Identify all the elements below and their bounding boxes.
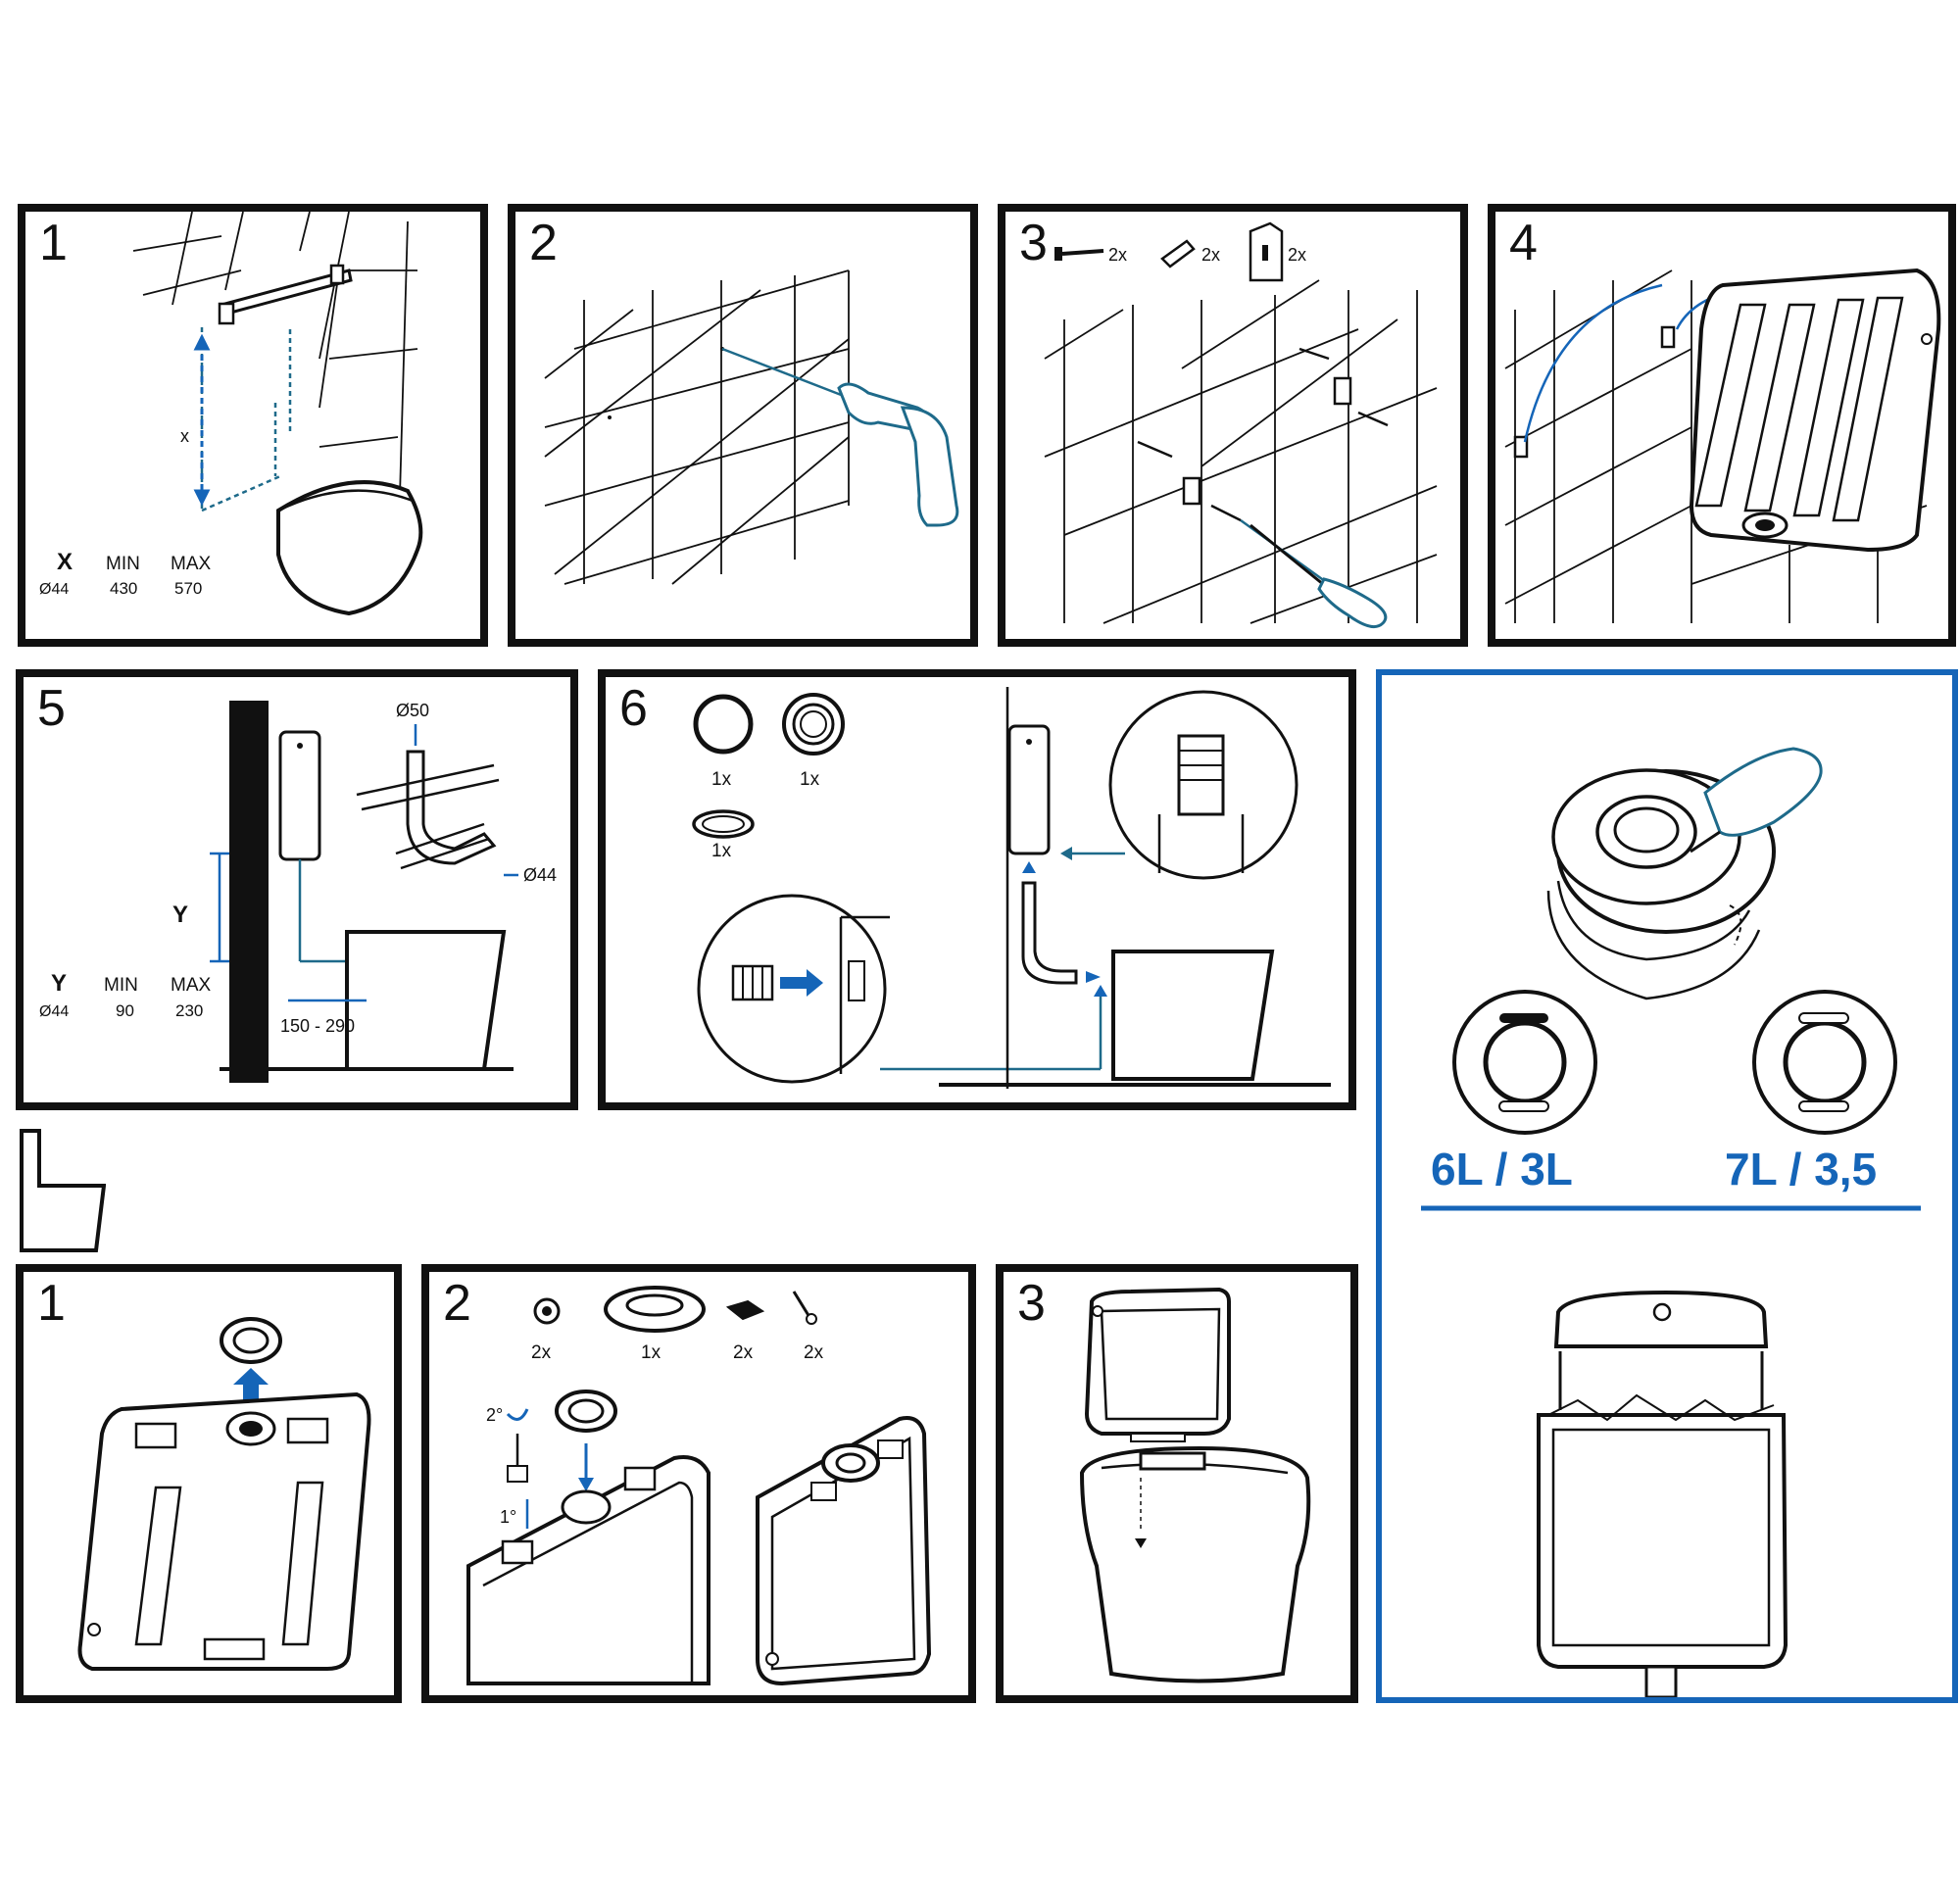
rubber-seal-icon: [220, 1317, 282, 1364]
part-qty: 2x: [733, 1342, 754, 1363]
gasket-icon: [604, 1286, 706, 1333]
washer-icon: [692, 809, 755, 839]
wall-section: [229, 701, 269, 1083]
part-qty: 1x: [711, 841, 732, 861]
table-max-label: MAX: [171, 554, 212, 574]
step-number: 6: [619, 680, 648, 737]
flush-button-illustration: 6L / 3L 7L / 3,5: [1421, 747, 1921, 1697]
cistern-side-icon: [1007, 724, 1051, 855]
cistern-on-toilet-illustration: [1079, 1287, 1311, 1683]
hang-cistern-illustration: [1504, 268, 1941, 623]
wall-plug-icon: [1160, 239, 1196, 268]
part-qty: 1x: [800, 769, 820, 790]
pipe-outlet-diameter: Ø44: [523, 865, 557, 885]
cistern-assembled-icon: [756, 1416, 932, 1686]
pipe-connection-illustration: 1x 1x 1x: [692, 687, 1331, 1089]
bracket-fixing-illustration: 2x 2x 2x: [1044, 221, 1438, 629]
magnifier-threaded-icon: [697, 894, 890, 1084]
step-number: 2: [443, 1275, 471, 1332]
part-qty: 1x: [711, 769, 732, 790]
cistern-lowering-icon: [1084, 1287, 1231, 1442]
dimension-y-label: Y: [172, 902, 188, 928]
cistern-angled-icon: [466, 1455, 710, 1685]
flush-button-6-3-icon: [1452, 990, 1597, 1135]
pipe-top-diameter: Ø50: [396, 701, 429, 720]
bolt-icon: [792, 1291, 817, 1325]
step-order-1: 1°: [500, 1507, 516, 1527]
toilet-side-icon: [1111, 950, 1275, 1081]
part-qty: 2x: [804, 1342, 824, 1363]
drill-icon: [837, 382, 959, 527]
dimension-x-label: x: [180, 426, 189, 446]
cistern-side-icon: [278, 730, 321, 861]
step-panel-top-4: 4: [1488, 204, 1956, 647]
step-panel-middle-6: 6 1x 1x 1x: [598, 669, 1356, 1110]
distance-label: 150 - 290: [280, 1016, 355, 1036]
step-panel-middle-5: 5 Y 150 - 290 Ø50 Ø44 Y Ø44 MIN 90: [16, 669, 578, 1110]
wall-toilet-height-illustration: x X Ø44 MIN 430 MAX 570: [39, 212, 423, 616]
part-qty: 2x: [1201, 245, 1220, 265]
step-panel-top-2: 2: [508, 204, 978, 647]
step-number: 4: [1509, 215, 1538, 271]
o-ring-icon: [693, 694, 754, 755]
screw-icon: [1054, 247, 1104, 261]
step-number: 3: [1017, 1275, 1046, 1332]
cistern-height-illustration: Y 150 - 290 Ø50 Ø44 Y Ø44 MIN 90 MAX 230: [39, 701, 557, 1083]
mounting-rail-icon: [218, 264, 353, 325]
nut-icon: [533, 1297, 561, 1325]
magnifier-pipe-icon: [1108, 690, 1298, 880]
step-panel-top-1: 1 x X Ø44 MIN 4: [18, 204, 488, 647]
cistern-back-icon: [1689, 268, 1941, 553]
wall-mount-symbol: [18, 1127, 107, 1254]
screwdriver-icon: [1250, 523, 1388, 629]
table-max-value: 230: [175, 1001, 203, 1020]
step-panel-bottom-3: 3: [996, 1264, 1358, 1703]
seal-insert-illustration: [77, 1317, 371, 1671]
flush-option-6-3: 6L / 3L: [1431, 1144, 1573, 1195]
toilet-side-icon: [345, 930, 507, 1071]
step-panel-bottom-2: 2 2x 1x 2x 2x 2° 1°: [421, 1264, 976, 1703]
table-min-label: MIN: [106, 554, 140, 574]
outlet-pipe-icon: [356, 750, 500, 870]
step-order-2: 2°: [486, 1405, 503, 1425]
part-qty: 2x: [531, 1342, 552, 1363]
table-max-label: MAX: [171, 975, 212, 996]
step-number: 5: [37, 680, 66, 737]
cistern-top-icon: [77, 1391, 371, 1671]
part-qty: 2x: [1108, 245, 1127, 265]
wall-hung-toilet-icon: [276, 480, 423, 616]
cistern-open-icon: [1537, 1290, 1788, 1697]
table-min-value: 430: [110, 579, 137, 598]
table-var-sub: Ø44: [39, 1003, 69, 1020]
table-var: Y: [51, 970, 67, 997]
bracket-icon: [1249, 221, 1284, 282]
step-number: 1: [37, 1275, 66, 1332]
cistern-bolting-illustration: 2x 1x 2x 2x 2° 1°: [466, 1286, 932, 1686]
seal-icon: [782, 693, 845, 756]
step-number: 2: [529, 215, 558, 271]
flush-option-7-3-5: 7L / 3,5: [1725, 1144, 1877, 1195]
clip-icon: [725, 1299, 765, 1321]
flush-volume-panel: 6L / 3L 7L / 3,5: [1376, 669, 1958, 1703]
part-qty: 2x: [1288, 245, 1306, 265]
wall-drilling-illustration: [544, 269, 959, 585]
table-var-sub: Ø44: [39, 581, 69, 598]
part-qty: 1x: [641, 1342, 662, 1363]
table-min-value: 90: [116, 1001, 134, 1020]
step-number: 3: [1019, 215, 1048, 271]
flush-button-7-3-5-icon: [1752, 990, 1897, 1135]
table-max-value: 570: [174, 579, 202, 598]
step-panel-top-3: 3 2x 2x 2x: [998, 204, 1468, 647]
table-var: X: [57, 549, 73, 575]
toilet-bowl-icon: [1079, 1445, 1311, 1683]
table-min-label: MIN: [104, 975, 138, 996]
screwdriver-icon: [1690, 747, 1823, 853]
step-number: 1: [39, 215, 68, 271]
step-panel-bottom-1: 1: [16, 1264, 402, 1703]
